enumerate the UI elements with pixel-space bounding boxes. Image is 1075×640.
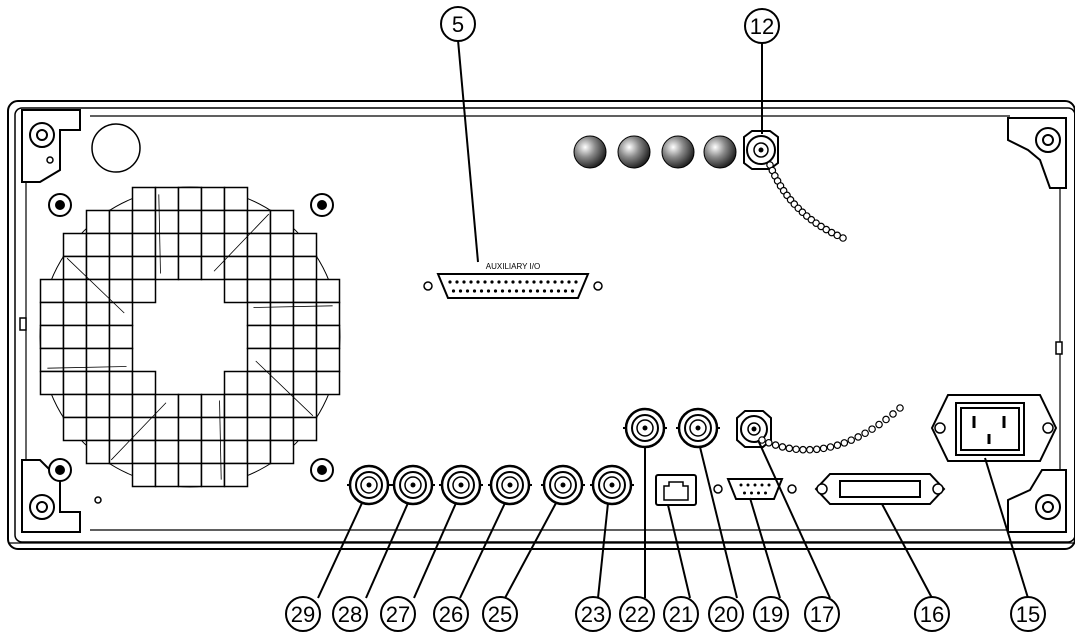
callout-label-27: 27 [386,602,410,627]
callout-label-28: 28 [338,602,362,627]
callout-label-15: 15 [1016,602,1040,627]
callout-22: 22 [619,596,655,632]
callout-label-29: 29 [291,602,315,627]
callout-19: 19 [753,596,789,632]
callout-12: 12 [744,8,780,44]
callout-label-12: 12 [750,14,774,39]
callout-21: 21 [663,596,699,632]
round-blank-plate [91,123,141,173]
corner-foot-bottom-right [1007,469,1067,533]
callout-label-19: 19 [759,602,783,627]
gpib-port [814,473,946,505]
blank-plugs [573,135,737,169]
callout-label-5: 5 [452,12,464,37]
connector-12 [743,130,779,170]
callout-16: 16 [914,596,950,632]
callout-label-20: 20 [714,602,738,627]
serial-port-pins [739,483,771,495]
side-notches [19,317,1063,355]
callout-25: 25 [482,596,518,632]
callout-20: 20 [708,596,744,632]
aux-io-label: AUXILIARY I/O [486,262,540,271]
callout-5: 5 [440,6,476,42]
corner-foot-top-left [21,109,81,183]
callout-label-22: 22 [625,602,649,627]
power-inlet [930,394,1058,462]
lan-port [655,474,697,506]
bnc-connector-row [347,404,904,506]
fan-grille [39,186,341,488]
callout-17: 17 [804,596,840,632]
mounting-hole-top [46,156,54,164]
callout-label-16: 16 [920,602,944,627]
callout-label-23: 23 [581,602,605,627]
callout-28: 28 [332,596,368,632]
leader-lines [317,39,1029,599]
chassis-frame [7,100,1075,550]
callout-23: 23 [575,596,611,632]
callout-27: 27 [380,596,416,632]
dust-cap-chain-12 [766,161,847,242]
mounting-hole-bottom [94,496,102,504]
aux-io-pins [448,280,578,293]
corner-foot-bottom-left [21,459,81,533]
corner-foot-top-right [1007,117,1067,189]
fan-screws [48,193,334,482]
callout-label-21: 21 [669,602,693,627]
callout-15: 15 [1010,596,1046,632]
callout-label-25: 25 [488,602,512,627]
callout-29: 29 [285,596,321,632]
callouts: 5 12 29 28 27 26 25 23 22 21 20 19 17 16 15 [285,6,1046,632]
callout-26: 26 [433,596,469,632]
callout-label-17: 17 [810,602,834,627]
callout-label-26: 26 [439,602,463,627]
auxiliary-io-connector: AUXILIARY I/O [423,262,603,299]
